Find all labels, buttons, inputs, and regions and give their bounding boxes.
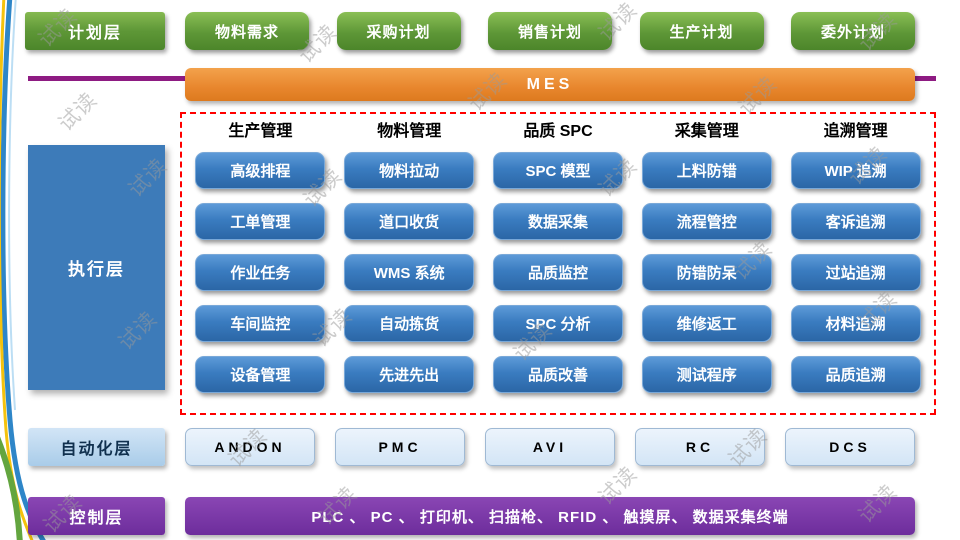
module-quality-trace: 品质追溯 (790, 356, 921, 393)
module-wip-trace: WIP 追溯 (790, 152, 921, 189)
module-workshop-monitoring: 车间监控 (195, 305, 326, 342)
column-header: 物料管理 (377, 123, 442, 140)
column-production-management: 生产管理 高级排程 工单管理 作业任务 车间监控 设备管理 (186, 119, 335, 413)
plan-item-sales-plan: 销售计划 (488, 12, 612, 50)
module-wms-system: WMS 系统 (344, 254, 475, 291)
control-layer-devices-bar: PLC 、 PC 、 打印机、 扫描枪、 RFID 、 触摸屏、 数据采集终端 (185, 497, 915, 535)
plan-item-production-plan: 生产计划 (639, 12, 764, 50)
plan-item-material-requirements: 物料需求 (185, 12, 309, 50)
column-header: 采集管理 (674, 123, 739, 140)
module-complaint-trace: 客诉追溯 (790, 203, 921, 240)
module-fifo: 先进先出 (344, 356, 475, 393)
module-data-collection: 数据采集 (492, 203, 623, 240)
column-material-management: 物料管理 物料拉动 道口收货 WMS 系统 自动拣货 先进先出 (335, 119, 484, 413)
module-process-control: 流程管控 (641, 203, 772, 240)
module-work-order-mgmt: 工单管理 (195, 203, 326, 240)
automation-item-rc: RC (635, 428, 765, 466)
module-quality-improvement: 品质改善 (492, 356, 623, 393)
module-poka-yoke: 防错防呆 (641, 254, 772, 291)
control-layer-label: 控制层 (28, 497, 165, 535)
module-material-trace: 材料追溯 (790, 305, 921, 342)
automation-item-dcs: DCS (785, 428, 915, 466)
module-quality-monitoring: 品质监控 (492, 254, 623, 291)
mes-modules-panel: 生产管理 高级排程 工单管理 作业任务 车间监控 设备管理 物料管理 物料拉动 … (180, 112, 936, 415)
module-material-pulling: 物料拉动 (344, 152, 475, 189)
module-spc-analysis: SPC 分析 (492, 305, 623, 342)
automation-item-andon: ANDON (185, 428, 315, 466)
module-advanced-scheduling: 高级排程 (195, 152, 326, 189)
module-auto-picking: 自动拣货 (344, 305, 475, 342)
automation-layer-label: 自动化层 (28, 428, 165, 466)
automation-item-avi: AVI (485, 428, 615, 466)
column-header: 追溯管理 (823, 123, 888, 140)
automation-layer-items: ANDON PMC AVI RC DCS (185, 428, 915, 466)
plan-layer-label: 计划层 (25, 12, 165, 50)
mes-bar: MES (185, 68, 915, 101)
execution-layer-label: 执行层 (28, 145, 165, 390)
module-station-trace: 过站追溯 (790, 254, 921, 291)
left-edge-decoration (0, 0, 46, 540)
module-test-program: 测试程序 (641, 356, 772, 393)
automation-item-pmc: PMC (335, 428, 465, 466)
module-spc-model: SPC 模型 (492, 152, 623, 189)
plan-item-outsourcing-plan: 委外计划 (791, 12, 915, 50)
module-repair-rework: 维修返工 (641, 305, 772, 342)
plan-item-purchase-plan: 采购计划 (336, 12, 461, 50)
column-header: 品质 SPC (523, 123, 593, 140)
column-quality-spc: 品质 SPC SPC 模型 数据采集 品质监控 SPC 分析 品质改善 (484, 119, 633, 413)
module-loading-error-proof: 上料防错 (641, 152, 772, 189)
column-collection-management: 采集管理 上料防错 流程管控 防错防呆 维修返工 测试程序 (632, 119, 781, 413)
module-equipment-mgmt: 设备管理 (195, 356, 326, 393)
column-traceability-management: 追溯管理 WIP 追溯 客诉追溯 过站追溯 材料追溯 品质追溯 (781, 119, 930, 413)
plan-layer-items: 物料需求 采购计划 销售计划 生产计划 委外计划 (185, 12, 915, 50)
column-header: 生产管理 (228, 123, 293, 140)
module-job-tasks: 作业任务 (195, 254, 326, 291)
module-dock-receiving: 道口收货 (344, 203, 475, 240)
